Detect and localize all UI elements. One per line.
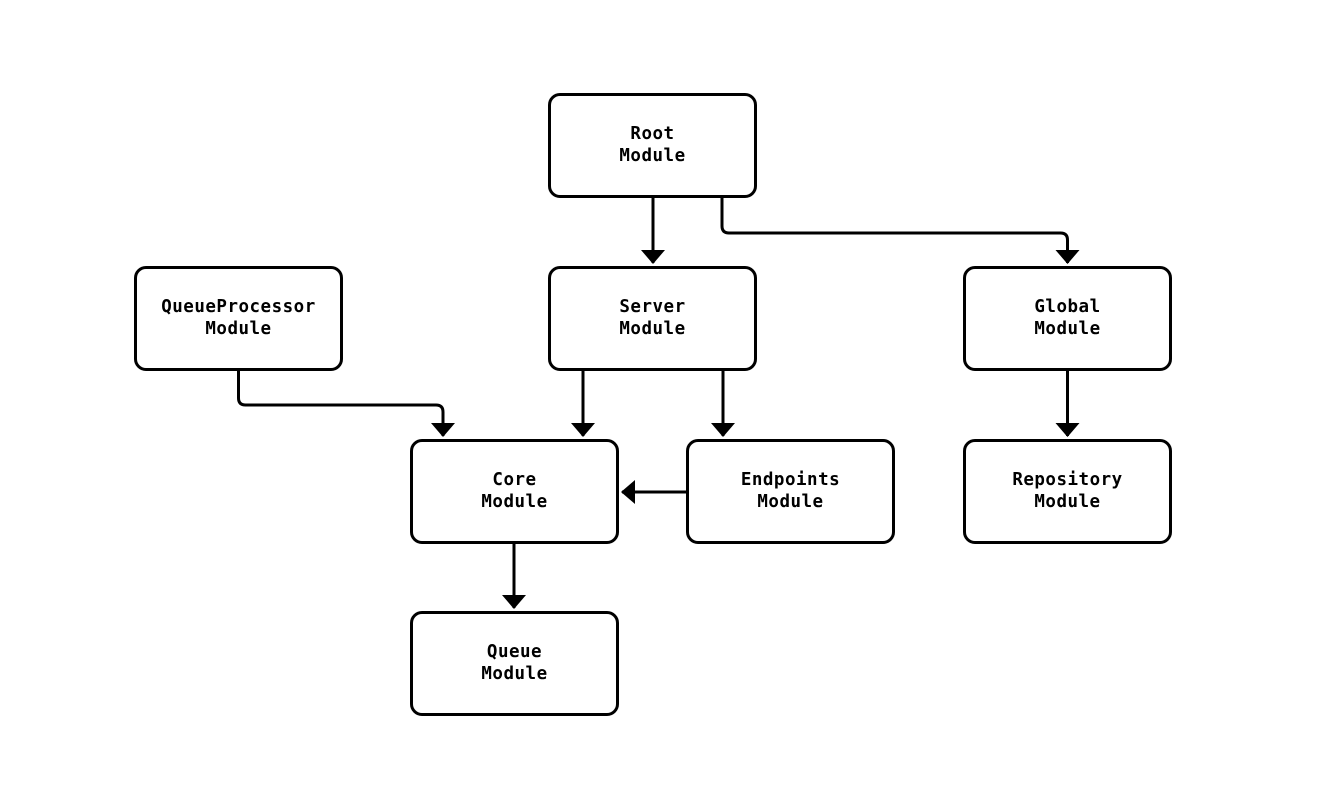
node-core-module: Core Module (410, 439, 619, 544)
edge-queueprocessor-to-core (237, 371, 455, 437)
node-global-module: Global Module (963, 266, 1172, 371)
node-queueprocessor-module: QueueProcessor Module (134, 266, 343, 371)
edge-root-to-global (720, 198, 1080, 264)
node-root-module: Root Module (548, 93, 757, 198)
node-endpoints-module: Endpoints Module (686, 439, 895, 544)
node-repository-module: Repository Module (963, 439, 1172, 544)
node-server-module: Server Module (548, 266, 757, 371)
node-queue-module: Queue Module (410, 611, 619, 716)
